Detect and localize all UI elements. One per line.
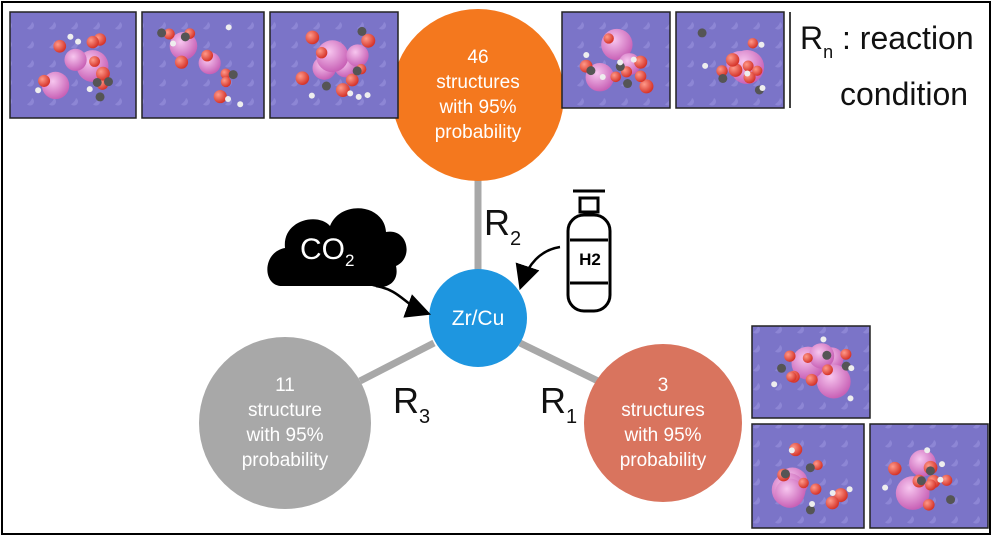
reaction-label-r3: R3 [393,380,431,428]
node-top-line-1: 46 [467,47,489,68]
surface-structure-image [869,423,989,529]
node-right-line-2: structures [621,400,705,421]
surface-structure-image [141,11,265,119]
node-right-line-1: 3 [657,375,669,396]
legend-line-2: condition [840,76,969,112]
node-right-text: 3 structures with 95% probability [584,348,742,498]
h2-label: H2 [579,250,601,269]
node-left-circle [199,337,371,509]
surface-structure-image [675,11,785,109]
reaction-label-r2: R2 [484,202,522,250]
node-right-line-3: with 95% [624,425,702,446]
node-right-circle [584,344,742,502]
node-left-line-1: 11 [275,375,295,396]
h2-gas-cylinder-icon [566,189,612,313]
co2-cloud-icon [267,208,407,288]
surface-structure-image [751,423,865,529]
surface-structure-image [751,325,871,419]
node-right-line-4: probability [619,450,707,471]
node-top-line-2: structures [436,72,520,93]
surface-structure-image [269,11,399,119]
node-top-text: 46 structures with 95% probability [392,20,564,170]
surface-structure-image [561,11,671,109]
node-top-line-3: with 95% [439,97,517,118]
center-label: Zr/Cu [451,306,505,330]
arrow-icon [375,284,432,318]
reaction-label-r1: R1 [540,380,578,428]
node-left-text: 11 structure with 95% probability [199,348,371,498]
arrow-icon [515,245,561,291]
node-left-line-3: with 95% [246,425,324,446]
connector-right [518,339,600,385]
center-circle [429,269,527,367]
node-left-line-2: structure [248,400,322,421]
node-left-line-4: probability [241,450,329,471]
node-top-circle [392,9,564,181]
surface-structure-image [9,11,137,119]
legend-line-1: Rn : reaction [800,20,974,62]
connector-left [358,339,436,385]
co2-label: CO2 [300,233,355,270]
node-top-line-4: probability [434,122,522,143]
